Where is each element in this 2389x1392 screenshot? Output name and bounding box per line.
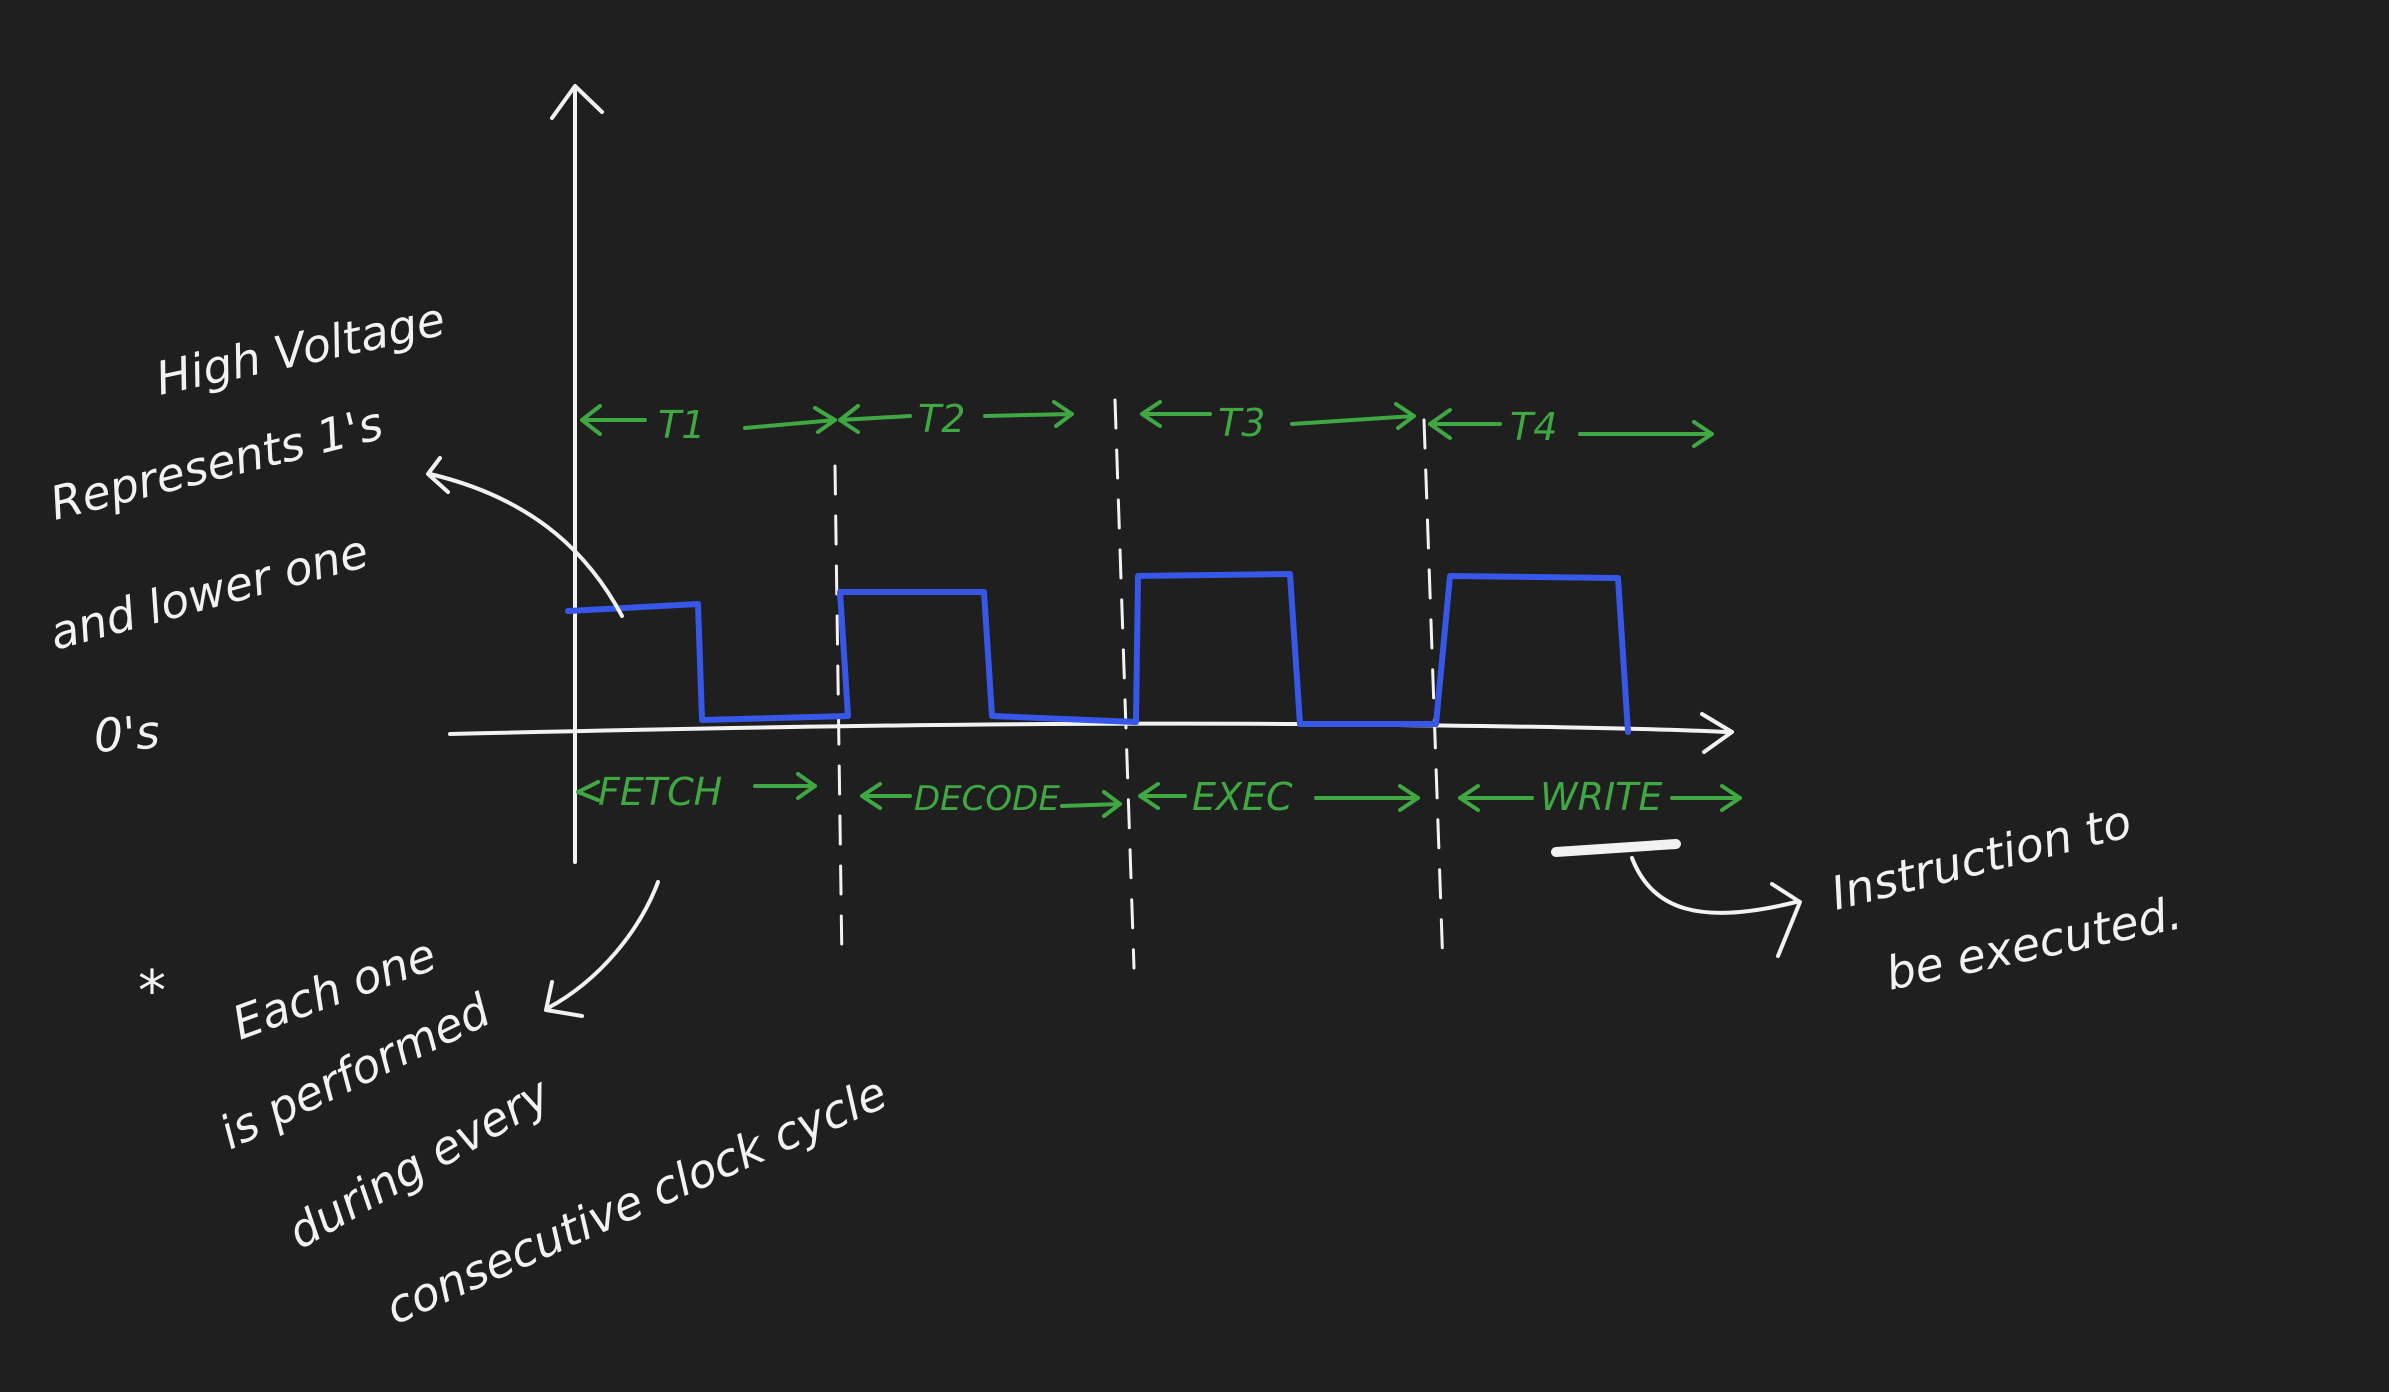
stage-label-fetch: FETCH bbox=[598, 770, 722, 814]
period-annotations: T1 T2 T3 T4 bbox=[580, 397, 1714, 449]
y-axis bbox=[571, 86, 577, 864]
separator-2 bbox=[1113, 398, 1136, 970]
separator-3 bbox=[1422, 418, 1445, 970]
x-axis-arrowhead bbox=[1700, 712, 1734, 754]
instruction-note: Instruction to be executed. bbox=[1551, 794, 2186, 1001]
note-high-voltage-line-2: Represents 1's bbox=[45, 396, 389, 531]
x-axis bbox=[448, 721, 1728, 736]
stage-label-decode: DECODE bbox=[914, 779, 1060, 819]
note-each-one-line-4: consecutive clock cycle bbox=[378, 1065, 895, 1335]
period-label-t2: T2 bbox=[918, 397, 965, 441]
period-arrow-2 bbox=[838, 400, 1074, 434]
stage-label-exec: EXEC bbox=[1192, 775, 1293, 819]
stage-label-write: WRITE bbox=[1540, 775, 1662, 819]
stage-arrow-fetch bbox=[576, 772, 817, 802]
period-label-t1: T1 bbox=[658, 403, 705, 447]
each-one-note: * Each one is performed during every con… bbox=[138, 880, 895, 1335]
instruction-pointer-arrow bbox=[1630, 856, 1802, 958]
write-underline bbox=[1551, 839, 1681, 857]
note-high-voltage-line-1: High Voltage bbox=[151, 292, 450, 406]
period-arrow-1 bbox=[580, 404, 837, 436]
note-star: * bbox=[138, 959, 166, 1024]
y-axis-arrowhead bbox=[550, 84, 604, 120]
note-instruction-line-2: be executed. bbox=[1881, 885, 2186, 1000]
period-label-t4: T4 bbox=[1510, 405, 1557, 449]
axes bbox=[448, 84, 1734, 864]
each-one-pointer-arrow bbox=[544, 880, 660, 1018]
clock-signal bbox=[565, 571, 1631, 735]
period-arrow-4 bbox=[1428, 408, 1714, 448]
note-high-voltage-line-3: and lower one bbox=[44, 524, 374, 661]
stage-arrow-exec bbox=[1138, 782, 1420, 812]
high-voltage-note: High Voltage Represents 1's and lower on… bbox=[44, 292, 624, 763]
stage-arrow-decode bbox=[860, 782, 1122, 818]
period-arrow-3 bbox=[1140, 400, 1416, 430]
stage-annotations: FETCH DECODE EXEC WRITE bbox=[576, 770, 1742, 819]
stage-arrow-write bbox=[1458, 784, 1742, 812]
high-voltage-pointer-arrow bbox=[426, 456, 624, 618]
note-instruction-line-1: Instruction to bbox=[1826, 794, 2137, 921]
note-high-voltage-line-4: 0's bbox=[92, 705, 161, 763]
period-label-t3: T3 bbox=[1218, 401, 1265, 445]
